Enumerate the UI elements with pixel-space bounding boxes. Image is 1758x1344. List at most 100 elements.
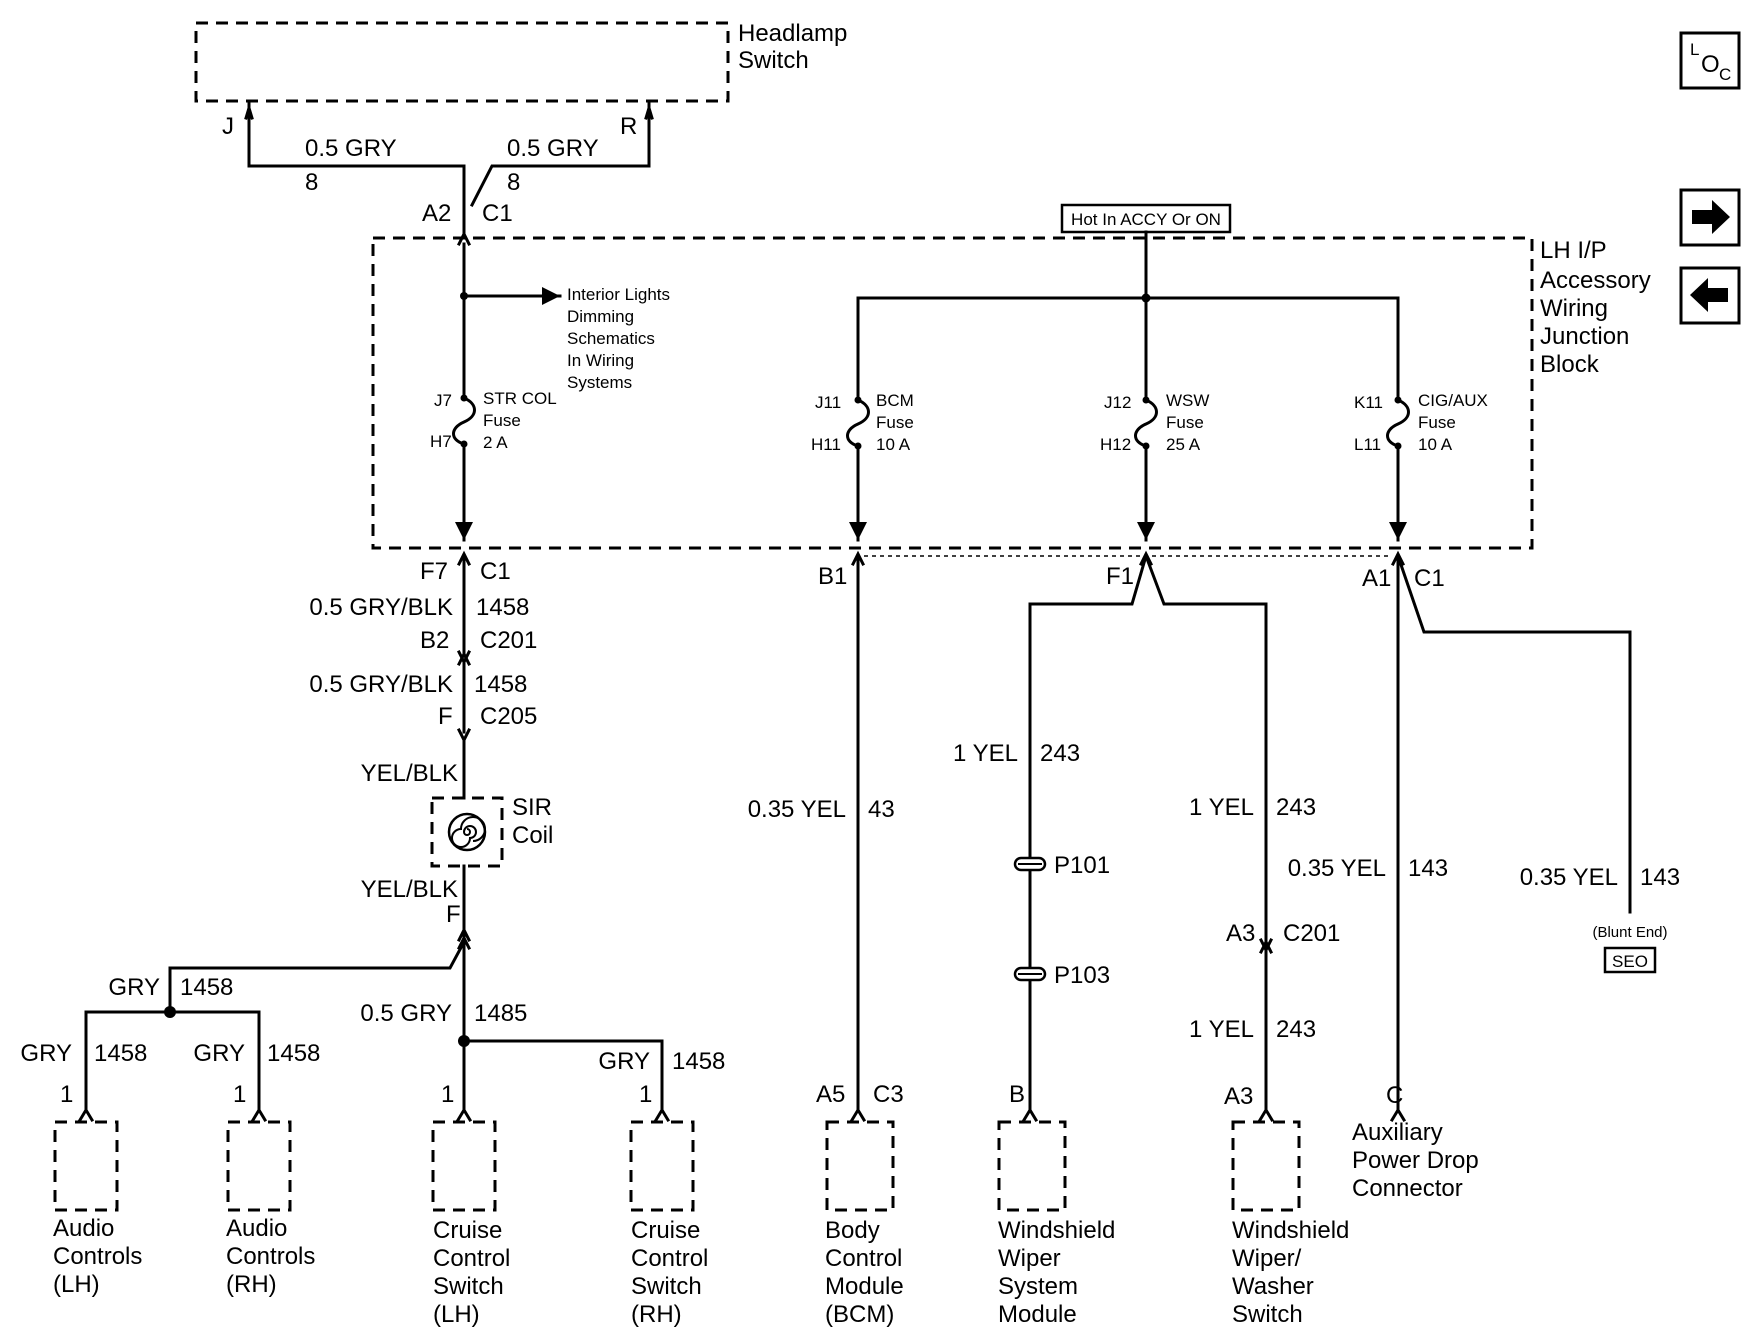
audio-rh-label-3: (RH) [226, 1271, 277, 1298]
pin-b-label: B [1009, 1081, 1025, 1108]
wire-1458-audio: 1458 [180, 974, 233, 1001]
seo-badge: SEO [1603, 946, 1657, 974]
wire-gry-left-label: 0.5 GRY [305, 135, 397, 162]
wire-wiper-switch [1144, 554, 1268, 1112]
fuse-str-col-word: Fuse [483, 411, 521, 430]
fuse-wsw-word: Fuse [1166, 413, 1204, 432]
bcm-label-1: Body [825, 1217, 880, 1244]
location-icon[interactable]: L O C [1679, 31, 1741, 90]
fuse-bcm-out-pin: H11 [811, 435, 841, 454]
hot-in-accy-label: Hot In ACCY Or ON [1060, 203, 1232, 234]
wire-1458-audio-rh: 1458 [267, 1040, 320, 1067]
interior-ref-3: Schematics [567, 329, 655, 348]
connector-a2-label: A2 [422, 200, 451, 227]
connector-f-lower-label: F [446, 901, 461, 928]
wire-yel-1-c: 1 YEL [1189, 1016, 1254, 1043]
junction-block: LH I/P Accessory Wiring Junction Block [371, 236, 1651, 550]
cruise-rh-label-2: Control [631, 1245, 708, 1272]
wire-circuit-8-right: 8 [507, 169, 520, 196]
audio-rh-label-1: Audio [226, 1215, 287, 1242]
previous-page-button[interactable] [1679, 266, 1741, 325]
wire-yel-035-blunt: 0.35 YEL [1520, 864, 1618, 891]
pin-audio-rh: 1 [233, 1081, 246, 1108]
wire-circuit-8-left: 8 [305, 169, 318, 196]
wire-blunt-end [1396, 554, 1632, 914]
sir-coil-label-2: Coil [512, 822, 553, 849]
pin-cruise-lh: 1 [441, 1081, 454, 1108]
load-cruise-lh: Cruise Control Switch (LH) [431, 1107, 510, 1328]
wire-gry-audio [168, 939, 467, 1014]
bcm-label-2: Control [825, 1245, 902, 1272]
fuse-bcm-in-pin: J11 [815, 393, 841, 412]
wiper-module-label-1: Windshield [998, 1217, 1115, 1244]
connector-c1-a1-label: C1 [1414, 565, 1445, 592]
junction-block-label-2: Accessory [1540, 267, 1651, 294]
coil-spiral-icon [451, 816, 486, 848]
wire-1458-audio-lh: 1458 [94, 1040, 147, 1067]
connector-r [644, 102, 654, 120]
connector-a2 [456, 230, 472, 247]
wire-gry-audio-lh: GRY [20, 1040, 72, 1067]
aux-power-label-3: Connector [1352, 1175, 1463, 1202]
fuse-str-col-rating: 2 A [483, 433, 508, 452]
load-audio-rh: Audio Controls (RH) [226, 1107, 315, 1298]
connector-f7 [456, 550, 472, 567]
connector-j [244, 102, 254, 120]
audio-lh-label-2: Controls [53, 1243, 142, 1270]
connector-b2-label: B2 [420, 627, 449, 654]
audio-lh-label-3: (LH) [53, 1271, 100, 1298]
connector-f7-label: F7 [420, 558, 448, 585]
connector-c1-top-label: C1 [482, 200, 513, 227]
connector-a3-c201-male [1258, 937, 1274, 954]
wire-1458-cruise-rh: 1458 [672, 1048, 725, 1075]
blunt-end-label: (Blunt End) [1592, 924, 1667, 941]
wiper-switch-label-3: Washer [1232, 1273, 1314, 1300]
fuse-wsw-rating: 25 A [1166, 435, 1201, 454]
pin-c3-label: C3 [873, 1081, 904, 1108]
fuse-bcm-rating: 10 A [876, 435, 911, 454]
headlamp-switch-label-2: Switch [738, 47, 809, 74]
bcm-label-4: (BCM) [825, 1301, 894, 1328]
interior-ref-1: Interior Lights [567, 285, 670, 304]
wiper-switch-label-2: Wiper/ [1232, 1245, 1302, 1272]
wire-yel-035-bcm: 0.35 YEL [748, 796, 846, 823]
connector-c201-label: C201 [480, 627, 537, 654]
fuse-wsw-name: WSW [1166, 391, 1209, 410]
junction-block-label-4: Junction [1540, 323, 1629, 350]
fuse-bcm-word: Fuse [876, 413, 914, 432]
connector-f-label: F [438, 703, 453, 730]
wire-r-to-c1 [469, 99, 651, 208]
junction-block-label-1: LH I/P [1540, 237, 1607, 264]
headlamp-switch: Headlamp Switch [194, 20, 847, 103]
wire-243-a: 243 [1040, 740, 1080, 767]
connector-a3-label: A3 [1226, 920, 1255, 947]
fuse-cig-in-pin: K11 [1354, 393, 1383, 412]
cruise-lh-label-4: (LH) [433, 1301, 480, 1328]
headlamp-switch-label-1: Headlamp [738, 20, 847, 47]
wire-143-aux: 143 [1408, 855, 1448, 882]
wire-cruise-rh [462, 1039, 664, 1112]
load-cruise-rh: Cruise Control Switch (RH) [629, 1107, 708, 1328]
sir-coil: SIR Coil [430, 794, 553, 868]
junction-block-label-3: Wiring [1540, 295, 1608, 322]
load-aux-power: Auxiliary Power Drop Connector [1352, 1107, 1479, 1202]
wire-43-bcm: 43 [868, 796, 895, 823]
wiper-module-label-4: Module [998, 1301, 1077, 1328]
wire-yel-035-aux: 0.35 YEL [1288, 855, 1386, 882]
wire-yel-blk-1: YEL/BLK [361, 760, 458, 787]
wire-1458-1: 1458 [476, 594, 529, 621]
fuse-cig-word: Fuse [1418, 413, 1456, 432]
fuse-cig-rating: 10 A [1418, 435, 1453, 454]
load-bcm: Body Control Module (BCM) [825, 1107, 904, 1328]
fuse-wsw-out-pin: H12 [1100, 435, 1131, 454]
loc-icon-o: O [1701, 51, 1720, 78]
load-wiper-module: Windshield Wiper System Module [997, 1107, 1115, 1328]
next-page-button[interactable] [1679, 188, 1741, 247]
wiper-module-label-2: Wiper [998, 1245, 1061, 1272]
load-audio-lh: Audio Controls (LH) [53, 1107, 142, 1298]
fuse-wsw-symbol [1134, 398, 1158, 448]
sir-coil-label-1: SIR [512, 794, 552, 821]
fuse-cig-name: CIG/AUX [1418, 391, 1488, 410]
fuse-wsw-in-pin: J12 [1104, 393, 1131, 412]
